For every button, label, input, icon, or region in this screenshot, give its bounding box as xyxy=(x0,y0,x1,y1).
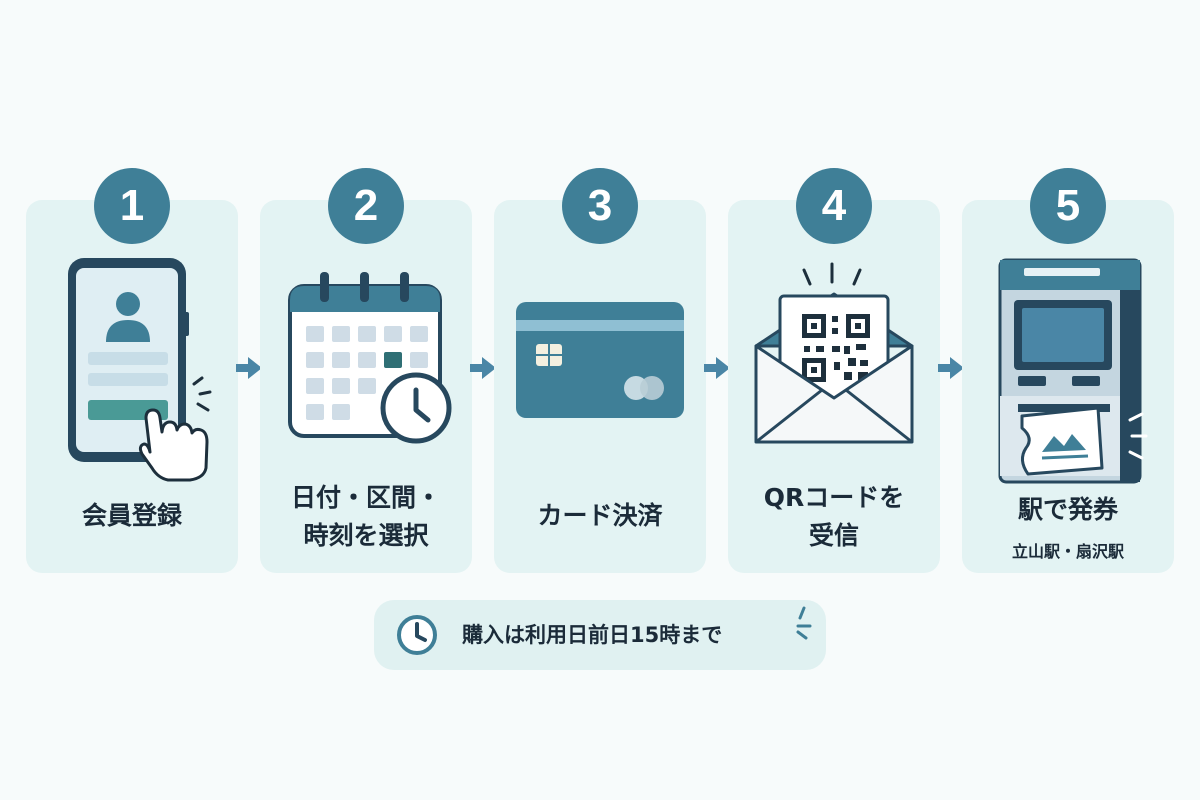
purchase-deadline-text: 購入は利用日前日15時まで xyxy=(462,623,723,647)
qr-envelope-icon xyxy=(754,262,914,444)
ticket-machine-icon xyxy=(998,258,1148,484)
arrow-right-icon xyxy=(470,357,496,379)
arrow-right-icon xyxy=(938,357,964,379)
step-label-3: カード決済 xyxy=(494,497,706,535)
step-number-badge-2: 2 xyxy=(328,168,404,244)
step-label-4: QRコードを 受信 xyxy=(728,479,940,555)
arrow-right-icon xyxy=(236,357,262,379)
step-label-2: 日付・区間・ 時刻を選択 xyxy=(260,479,472,555)
step-label-line1: 会員登録 xyxy=(81,501,182,530)
step-label-line1: 駅で発券 xyxy=(1017,495,1118,524)
step-label-5: 駅で発券 xyxy=(962,491,1174,529)
clock-icon xyxy=(397,615,437,655)
step-label-line1: QRコードを xyxy=(763,483,905,512)
arrow-right-icon xyxy=(704,357,730,379)
credit-card-icon xyxy=(516,302,684,418)
step-label-line2: 受信 xyxy=(808,521,859,550)
purchase-deadline-note xyxy=(374,600,826,670)
emphasis-lines-icon xyxy=(796,606,812,640)
step-label-line1: カード決済 xyxy=(537,501,663,530)
step-label-line1: 日付・区間・ xyxy=(290,483,441,512)
step-sublabel-5: 立山駅・扇沢駅 xyxy=(1011,542,1124,561)
step-number-badge-4: 4 xyxy=(796,168,872,244)
step-label-1: 会員登録 xyxy=(26,497,238,535)
step-number-badge-1: 1 xyxy=(94,168,170,244)
phone-touch-icon xyxy=(68,258,212,482)
step-label-line2: 時刻を選択 xyxy=(303,521,429,550)
step-number-badge-5: 5 xyxy=(1030,168,1106,244)
calendar-clock-icon xyxy=(288,272,452,444)
step-number-badge-3: 3 xyxy=(562,168,638,244)
